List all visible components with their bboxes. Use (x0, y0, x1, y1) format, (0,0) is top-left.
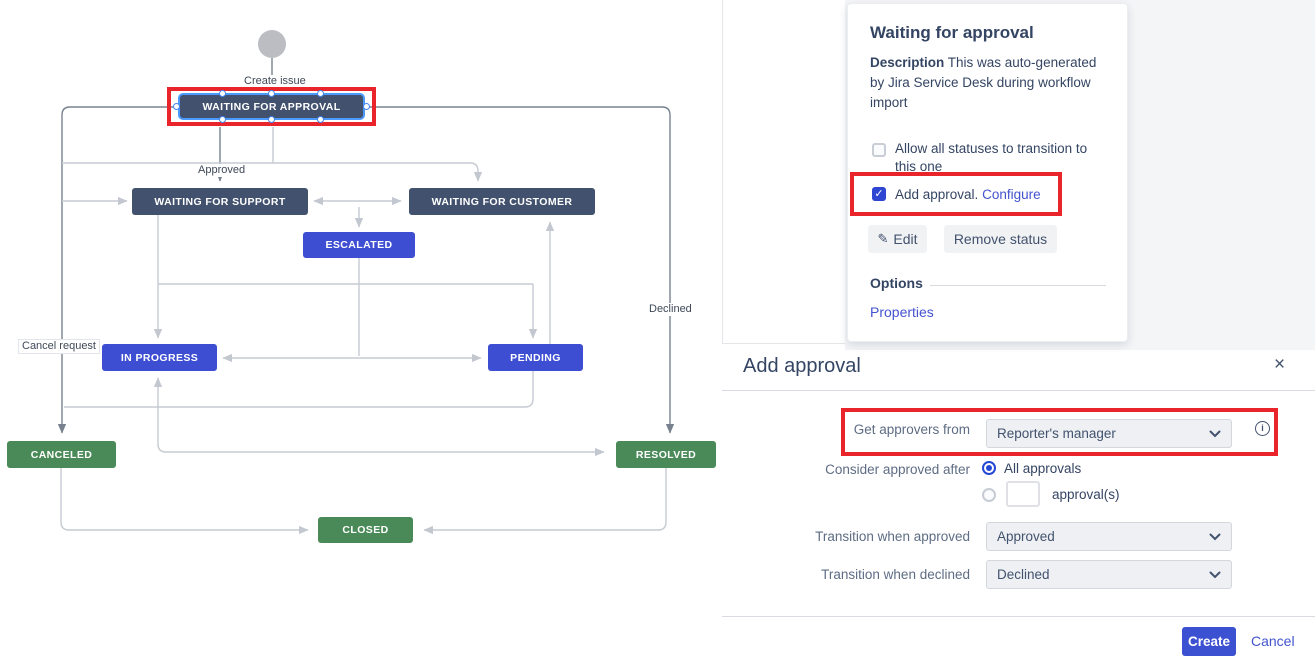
approvals-suffix-label: approval(s) (1052, 487, 1120, 502)
create-button[interactable]: Create (1182, 627, 1236, 656)
status-description: Description This was auto-generated by J… (870, 55, 1097, 110)
transition-label-create-issue[interactable]: Create issue (241, 75, 309, 88)
all-approvals-label: All approvals (1004, 461, 1082, 476)
edge (60, 468, 309, 535)
allow-all-statuses-checkbox[interactable] (872, 143, 886, 157)
status-node-closed[interactable]: CLOSED (318, 517, 413, 543)
edge (62, 162, 483, 182)
chevron-down-icon (1209, 430, 1221, 437)
allow-all-statuses-label: Allow all statuses to transition to this… (895, 141, 1088, 174)
status-node-canceled[interactable]: CANCELED (7, 441, 116, 468)
edge (57, 106, 179, 434)
selection-handle[interactable] (173, 103, 180, 110)
selection-handle[interactable] (219, 116, 226, 123)
edge (364, 106, 675, 434)
chevron-down-icon (1209, 571, 1221, 578)
status-detail-popup: Waiting for approval Description This wa… (847, 3, 1128, 342)
properties-link[interactable]: Properties (870, 304, 934, 320)
popup-title: Waiting for approval (870, 23, 1034, 42)
approvers-select[interactable]: Reporter's manager (986, 419, 1232, 448)
dialog-title: Add approval (743, 355, 861, 377)
transition-approved-select[interactable]: Approved (986, 522, 1232, 551)
add-approval-checkbox[interactable]: ✓ (872, 187, 886, 201)
transition-label-approved[interactable]: Approved (195, 164, 249, 177)
approvers-select-value: Reporter's manager (997, 426, 1116, 441)
edge (153, 377, 605, 457)
configure-link[interactable]: Configure (982, 187, 1041, 202)
selection-handle[interactable] (363, 103, 370, 110)
pencil-icon: ✎ (877, 231, 889, 246)
start-node[interactable] (258, 30, 286, 58)
approval-count-radio[interactable] (982, 488, 996, 502)
transition-declined-value: Declined (997, 567, 1050, 582)
dialog-footer-divider (722, 616, 1315, 617)
status-node-escalated[interactable]: ESCALATED (303, 232, 415, 258)
info-icon[interactable]: i (1255, 421, 1270, 436)
selection-handle[interactable] (268, 90, 275, 97)
workflow-diagram-canvas: Create issue WAITING FOR APPROVAL Approv… (7, 30, 716, 543)
transition-declined-select[interactable]: Declined (986, 560, 1232, 589)
annotation-highlight-approvers (841, 408, 1278, 456)
dialog-header-divider (722, 390, 1315, 391)
status-node-waiting-for-support[interactable]: WAITING FOR SUPPORT (132, 188, 308, 215)
annotation-highlight-add-approval (850, 172, 1062, 216)
options-heading: Options (870, 275, 923, 291)
description-label: Description (870, 55, 945, 70)
close-icon[interactable]: × (1274, 354, 1286, 375)
checkmark-icon: ✓ (874, 188, 884, 200)
transition-label-cancel-request[interactable]: Cancel request (18, 339, 100, 354)
all-approvals-radio[interactable] (982, 461, 996, 475)
add-approval-label: Add approval. Configure (895, 187, 1041, 202)
status-node-resolved[interactable]: RESOLVED (616, 441, 716, 468)
selection-handle[interactable] (317, 116, 324, 123)
edge (423, 468, 667, 535)
status-node-pending[interactable]: PENDING (488, 344, 583, 371)
selection-handle[interactable] (317, 90, 324, 97)
edge (64, 371, 534, 408)
selection-handle[interactable] (219, 90, 226, 97)
transition-label-declined[interactable]: Declined (646, 303, 695, 316)
transition-approved-value: Approved (997, 529, 1055, 544)
status-node-waiting-for-customer[interactable]: WAITING FOR CUSTOMER (409, 188, 595, 215)
editor-panel-background (722, 0, 845, 344)
annotation-highlight-status: WAITING FOR APPROVAL (167, 87, 376, 126)
add-approval-dialog: Add approval × Get approvers from Report… (722, 350, 1315, 660)
transition-declined-label: Transition when declined (821, 567, 970, 582)
approval-count-input[interactable] (1006, 481, 1040, 507)
transition-approved-label: Transition when approved (815, 529, 970, 544)
selection-handle[interactable] (268, 116, 275, 123)
options-divider (930, 285, 1106, 286)
chevron-down-icon (1209, 533, 1221, 540)
consider-approved-label: Consider approved after (825, 462, 970, 477)
workflow-edges (57, 58, 675, 535)
get-approvers-label: Get approvers from (853, 422, 970, 437)
status-node-in-progress[interactable]: IN PROGRESS (102, 344, 217, 371)
edit-button[interactable]: ✎Edit (868, 225, 927, 253)
remove-status-button[interactable]: Remove status (944, 225, 1057, 253)
cancel-link[interactable]: Cancel (1251, 633, 1295, 649)
